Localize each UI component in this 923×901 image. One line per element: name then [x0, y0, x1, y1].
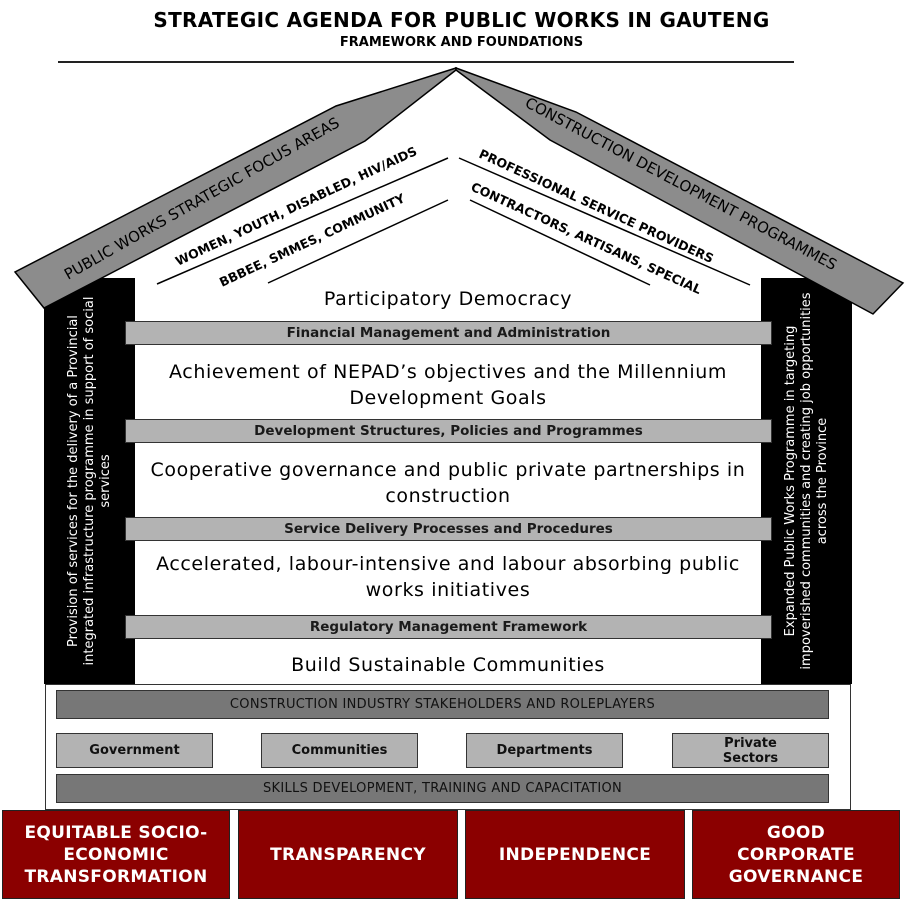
value-transparency: TRANSPARENCY	[238, 810, 458, 899]
value-independence: INDEPENDENCE	[465, 810, 685, 899]
diagram-title: STRATEGIC AGENDA FOR PUBLIC WORKS IN GAU…	[153, 8, 770, 32]
roof: PUBLIC WORKS STRATEGIC FOCUS AREAS CONST…	[13, 66, 905, 315]
stakeholder-private-sectors: Private Sectors	[672, 733, 829, 768]
right-divider-1	[458, 157, 751, 286]
left-divider-1	[156, 157, 449, 285]
roof-right-band	[455, 66, 905, 315]
stakeholder-departments: Departments	[466, 733, 623, 768]
band-service-delivery: Service Delivery Processes and Procedure…	[125, 517, 772, 541]
stakeholder-communities: Communities	[261, 733, 418, 768]
goal-labour-intensive: Accelerated, labour-intensive and labour…	[156, 553, 740, 601]
left-pillar: Provision of services for the delivery o…	[44, 278, 135, 684]
left-divider-2	[267, 199, 449, 284]
value-equitable-transformation: EQUITABLE SOCIO-ECONOMIC TRANSFORMATION	[2, 810, 230, 899]
goal-nepad: Achievement of NEPAD’s objectives and th…	[169, 361, 727, 409]
goal-participatory-democracy: Participatory Democracy	[323, 288, 573, 310]
band-development-structures: Development Structures, Policies and Pro…	[125, 419, 772, 443]
value-good-corporate-governance: GOOD CORPORATE GOVERNANCE	[692, 810, 900, 899]
right-divider-2	[469, 199, 651, 286]
goal-cooperative-governance: Cooperative governance and public privat…	[150, 459, 746, 507]
stakeholders-title: CONSTRUCTION INDUSTRY STAKEHOLDERS AND R…	[56, 690, 829, 719]
band-financial-management: Financial Management and Administration	[125, 321, 772, 345]
right-pillar-text: Expanded Public Works Programme in targe…	[782, 292, 830, 670]
stakeholder-government: Government	[56, 733, 213, 768]
goal-sustainable-communities: Build Sustainable Communities	[291, 654, 605, 676]
band-regulatory-framework: Regulatory Management Framework	[125, 615, 772, 639]
left-pillar-text: Provision of services for the delivery o…	[65, 296, 113, 666]
right-pillar: Expanded Public Works Programme in targe…	[761, 278, 852, 684]
skills-title: SKILLS DEVELOPMENT, TRAINING AND CAPACIT…	[56, 774, 829, 803]
title-rule	[58, 61, 794, 63]
diagram-subtitle: FRAMEWORK AND FOUNDATIONS	[339, 35, 584, 50]
